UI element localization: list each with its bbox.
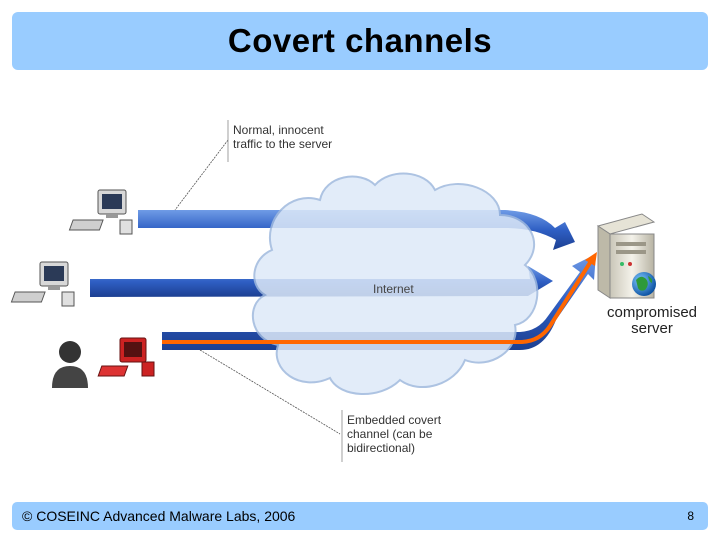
page-number: 8	[687, 509, 694, 523]
slide-title: Covert channels	[227, 22, 493, 59]
covert-channel-label: Embedded covert channel (can be bidirect…	[347, 413, 442, 455]
compromised-server-label: compromised server	[606, 304, 698, 337]
footer-copyright: © COSEINC Advanced Malware Labs, 2006	[22, 508, 296, 524]
normal-traffic-label: Normal, innocent traffic to the server	[233, 123, 333, 151]
covert-channel-leader-line	[199, 349, 341, 435]
covert-channel-line	[162, 256, 595, 344]
normal-traffic-leader-line	[174, 139, 229, 211]
attacker-computer	[97, 337, 155, 377]
client-computer-middle	[10, 261, 75, 307]
attacker-person-icon	[52, 341, 88, 388]
covert-channel-arrowhead	[585, 252, 597, 266]
title-bar: Covert channels	[12, 12, 708, 70]
footer-bar: © COSEINC Advanced Malware Labs, 2006 8	[12, 502, 708, 530]
client-computer-top	[68, 189, 133, 235]
internet-label: Internet	[373, 282, 414, 296]
globe-icon	[632, 272, 656, 296]
internet-cloud	[251, 172, 539, 395]
